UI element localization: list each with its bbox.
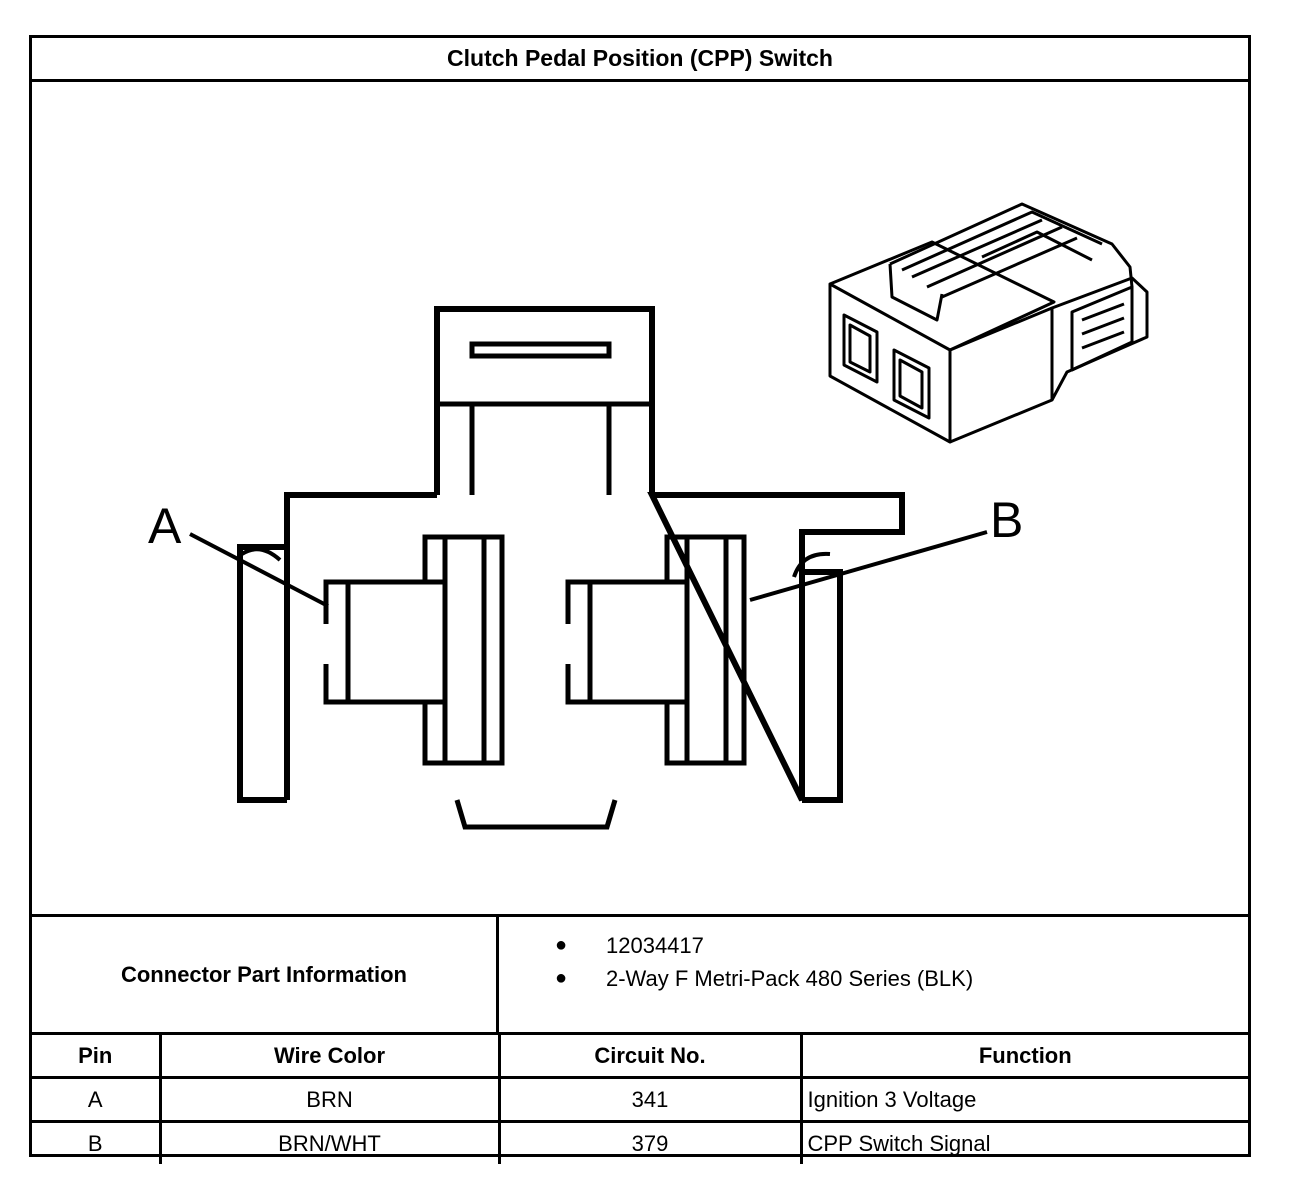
connector-info-item: ● 2-Way F Metri-Pack 480 Series (BLK) [499, 962, 1248, 995]
connector-diagram: A B [32, 82, 1248, 914]
pin-cell: B [32, 1120, 162, 1164]
connector-series: 2-Way F Metri-Pack 480 Series (BLK) [606, 965, 974, 991]
pin-a-callout: A [148, 498, 182, 554]
part-number: 12034417 [606, 932, 704, 958]
pin-table: Pin Wire Color Circuit No. Function A BR… [32, 1032, 1248, 1164]
front-face-icon [237, 306, 905, 830]
isometric-connector-icon [828, 202, 1149, 444]
wire-color-cell: BRN [158, 1076, 501, 1123]
connector-drawing: A B [148, 202, 1149, 830]
wire-color-cell: BRN/WHT [158, 1120, 501, 1164]
header-circuit: Circuit No. [497, 1032, 803, 1078]
header-pin: Pin [32, 1032, 162, 1078]
connector-info-row: Connector Part Information ● 12034417 ● … [32, 914, 1248, 1032]
header-function: Function [799, 1032, 1248, 1078]
connector-info-item: ● 12034417 [499, 929, 1248, 962]
pin-b-callout: B [990, 492, 1023, 548]
circuit-cell: 341 [497, 1076, 803, 1123]
table-row: A BRN 341 Ignition 3 Voltage [32, 1076, 1248, 1123]
page-title: Clutch Pedal Position (CPP) Switch [32, 38, 1248, 82]
connector-info-label: Connector Part Information [32, 917, 499, 1032]
connector-sheet: Clutch Pedal Position (CPP) Switch [29, 35, 1251, 1164]
connector-info-list: ● 12034417 ● 2-Way F Metri-Pack 480 Seri… [499, 917, 1248, 1032]
bullet-icon: ● [555, 934, 568, 956]
function-cell: CPP Switch Signal [799, 1120, 1248, 1164]
pin-cell: A [32, 1076, 162, 1123]
bullet-icon: ● [555, 967, 568, 989]
header-wire-color: Wire Color [158, 1032, 501, 1078]
callout-leaders [189, 530, 988, 608]
table-header-row: Pin Wire Color Circuit No. Function [32, 1032, 1248, 1078]
circuit-cell: 379 [497, 1120, 803, 1164]
function-cell: Ignition 3 Voltage [799, 1076, 1248, 1123]
table-row: B BRN/WHT 379 CPP Switch Signal [32, 1120, 1248, 1164]
